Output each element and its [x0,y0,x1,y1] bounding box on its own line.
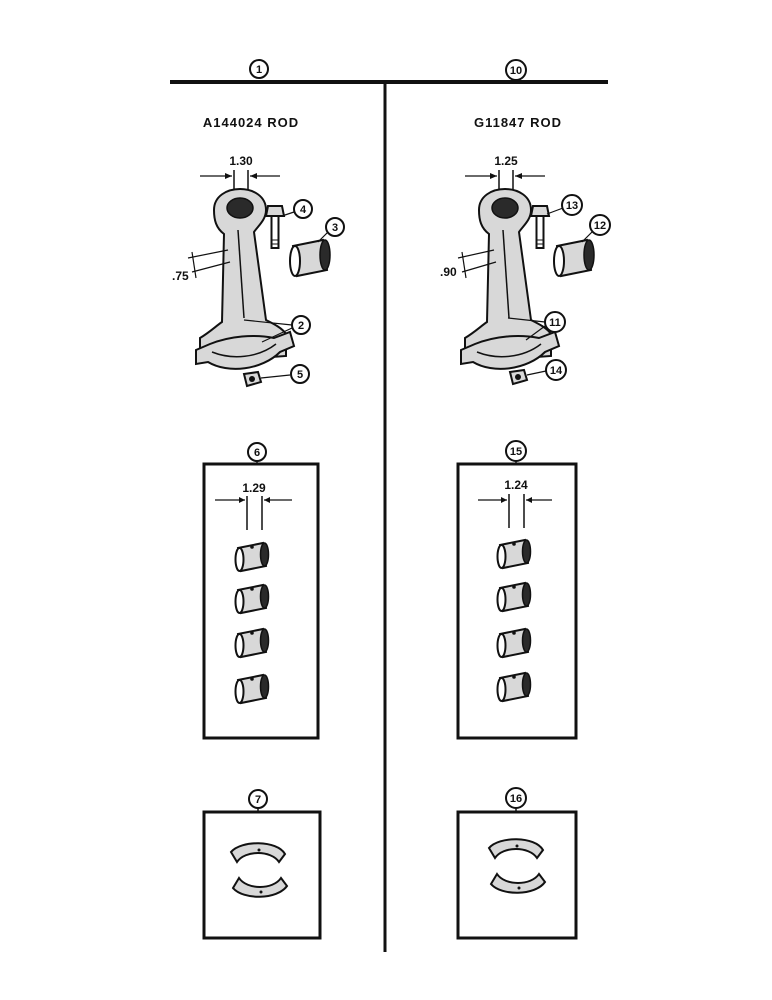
left-bushing-dimension: 1.29 [242,481,266,495]
left-title: A144024 ROD [203,115,299,130]
bushing-2 [234,584,270,614]
svg-text:10: 10 [510,65,522,77]
callout-bearing-right: 11 [507,311,566,341]
svg-text:1: 1 [256,64,262,76]
bushing-7 [496,628,532,658]
left-rod-bolt [265,205,285,249]
right-bushing-set: 15 1.24 [456,440,578,740]
bushing-1 [234,542,270,572]
right-rod-nut [509,369,528,385]
right-rod-offset: .90 [440,265,457,279]
right-bearing-shells [488,838,546,894]
svg-text:11: 11 [549,317,561,329]
right-bushing-dimension: 1.24 [504,478,528,492]
svg-text:13: 13 [566,200,578,212]
bushing-3 [234,628,270,658]
callout-bushing-left: 3 [317,217,345,243]
svg-text:12: 12 [594,220,606,232]
left-bearing-set: 7 [202,789,322,940]
callout-bolt-left: 4 [281,199,313,219]
svg-text:16: 16 [510,793,522,805]
left-bushing-set: 6 1.29 [202,442,320,740]
svg-text:15: 15 [510,446,522,458]
left-bearing-shells [230,842,288,898]
callout-bushing-right: 12 [581,214,611,243]
left-rod-bushing [289,239,331,277]
svg-text:5: 5 [297,369,303,381]
bushing-4 [234,674,270,704]
svg-text:6: 6 [254,447,260,459]
right-rod-assembly: 1.25 .90 13 12 11 [440,154,611,385]
svg-text:14: 14 [550,365,563,377]
right-rod-dimension: 1.25 [494,154,518,168]
svg-text:4: 4 [300,204,307,216]
right-bearing-set: 16 [456,787,578,940]
bushing-5 [496,539,532,569]
callout-bearing-left: 2 [243,315,311,343]
right-header-callout: 10 [505,59,527,81]
right-rod-bolt [530,205,550,249]
svg-text:2: 2 [298,320,304,332]
left-rod-dimension: 1.30 [229,154,253,168]
right-title: G11847 ROD [474,115,562,130]
left-rod-nut [243,371,262,387]
left-rod-offset: .75 [172,269,189,283]
svg-text:3: 3 [332,222,338,234]
callout-nut-right: 14 [526,359,567,381]
bushing-6 [496,582,532,612]
callout-nut-left: 5 [260,364,310,384]
callout-bolt-right: 13 [546,194,583,216]
bushing-8 [496,672,532,702]
right-rod-bushing [553,239,595,277]
svg-text:7: 7 [255,794,261,806]
left-header-callout: 1 [249,59,269,79]
left-rod-assembly: 1.30 .75 4 3 2 [172,154,345,387]
